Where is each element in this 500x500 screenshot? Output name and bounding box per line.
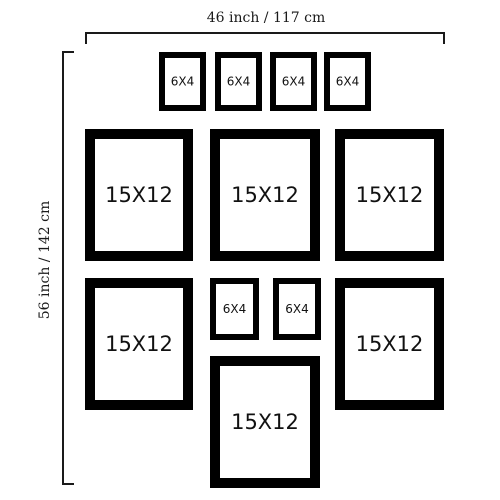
frame-small-4: 6X4: [324, 52, 371, 111]
frame-border: [159, 52, 206, 111]
frame-small-6: 6X4: [273, 278, 321, 340]
frame-size-label: 15X12: [356, 183, 424, 207]
height-bracket-line: [62, 51, 74, 485]
width-label: 46 inch / 117 cm: [207, 10, 326, 26]
frame-border: [210, 278, 259, 340]
frame-size-label: 15X12: [231, 183, 299, 207]
frame-border: [85, 278, 193, 410]
frame-border: [85, 129, 193, 261]
frame-large-4: 15X12: [85, 278, 193, 410]
frame-large-5: 15X12: [335, 278, 444, 410]
frames-layer: 6X4 6X4 6X4 6X4 15X12 15X12 15X12 15X12 6X4 6X4 15…: [85, 52, 444, 488]
frame-small-3: 6X4: [270, 52, 317, 111]
frame-border: [210, 356, 320, 488]
width-dimension: 46 inch / 117 cm: [85, 10, 445, 44]
frame-border: [335, 129, 444, 261]
frame-size-label: 6X4: [336, 75, 360, 89]
frame-size-label: 15X12: [231, 410, 299, 434]
frame-border: [215, 52, 262, 111]
frame-small-5: 6X4: [210, 278, 259, 340]
frame-small-2: 6X4: [215, 52, 262, 111]
frame-size-label: 6X4: [223, 302, 247, 316]
frame-size-label: 15X12: [105, 183, 173, 207]
frame-border: [324, 52, 371, 111]
frame-size-label: 6X4: [171, 75, 195, 89]
frame-size-label: 15X12: [356, 332, 424, 356]
frame-border: [335, 278, 444, 410]
height-label: 56 inch / 142 cm: [37, 201, 53, 320]
frame-border: [210, 129, 320, 261]
frame-size-label: 6X4: [285, 302, 309, 316]
frame-large-2: 15X12: [210, 129, 320, 261]
frame-border: [270, 52, 317, 111]
frame-small-1: 6X4: [159, 52, 206, 111]
frame-size-label: 15X12: [105, 332, 173, 356]
frame-border: [273, 278, 321, 340]
width-bracket-line: [85, 32, 445, 44]
frame-size-label: 6X4: [227, 75, 251, 89]
height-dimension: 56 inch / 142 cm: [37, 51, 74, 485]
frame-large-1: 15X12: [85, 129, 193, 261]
frame-size-label: 6X4: [282, 75, 306, 89]
frame-large-6: 15X12: [210, 356, 320, 488]
frame-large-3: 15X12: [335, 129, 444, 261]
